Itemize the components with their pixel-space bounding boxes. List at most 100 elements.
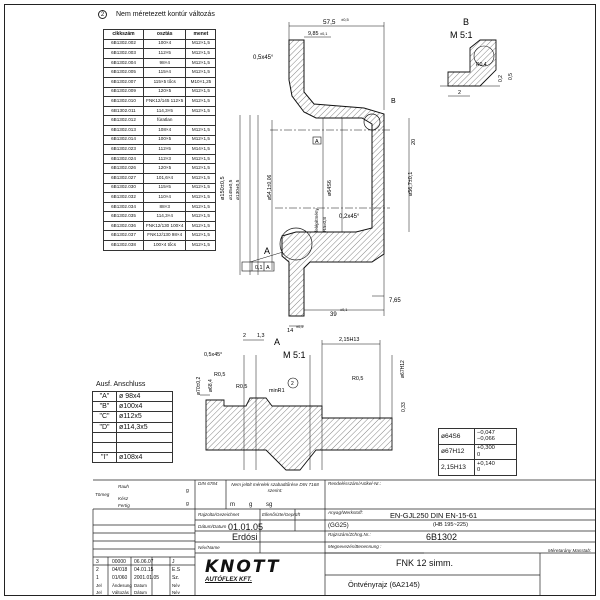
revision-cell: Ändesung bbox=[112, 583, 132, 588]
tb-din1: DIN 6784 bbox=[198, 481, 218, 486]
revision-cell: 06.06.07 bbox=[134, 559, 154, 565]
runout-ref: A bbox=[266, 265, 270, 271]
detail-b-05: 0,5 bbox=[508, 73, 514, 80]
tb-ellenorizte: Ellenőrizte/Geprüft bbox=[262, 512, 301, 517]
tb-megnevezes-label: Megnevezés/Benennung : bbox=[328, 544, 382, 549]
tolerance-upper: −0,047 bbox=[477, 429, 495, 436]
detail-a-215: 2,15H13 bbox=[339, 337, 359, 343]
tb-rough: Rauh bbox=[118, 484, 129, 489]
dim-54: ø54,1±0,06 bbox=[267, 175, 273, 200]
logo-sub: AUTÓFLEX KFT. bbox=[205, 577, 252, 583]
detail-b-scale: M 5:1 bbox=[450, 30, 473, 40]
revision-cell: J bbox=[172, 559, 175, 565]
note-number: 2 bbox=[98, 10, 107, 19]
detail-a-scale: M 5:1 bbox=[283, 350, 306, 360]
ausf-table: "A"ø 98x4"B"ø100x4"C"ø112x5"D"ø114,3x5"I… bbox=[92, 390, 173, 464]
dim-57-5-tol: ±0,5 bbox=[341, 17, 350, 22]
detail-a-2: 2 bbox=[243, 333, 246, 339]
tolerance-row: ø64S6−0,047−0,066 bbox=[438, 428, 517, 445]
revision-cell: 2001.01.05 bbox=[134, 575, 160, 581]
detail-a-r05b: R0,5 bbox=[236, 384, 247, 390]
tb-rough-note: Nem jelölt mérelek szabadtűrése DIN 7168… bbox=[231, 482, 319, 493]
detail-a-d67: ø67H12 bbox=[400, 360, 406, 378]
tb-tomeg: Tömeg bbox=[95, 492, 110, 497]
tb-g: g bbox=[249, 502, 253, 508]
logo-text: KNOTT bbox=[205, 557, 281, 577]
tolerance-upper: +0,300 bbox=[477, 445, 495, 452]
detail-a-13: 1,3 bbox=[257, 333, 265, 339]
ausf-row: "I"ø108x4 bbox=[92, 452, 173, 464]
runout-value: 0,1 bbox=[255, 265, 263, 271]
ausf-cell: ø108x4 bbox=[116, 452, 173, 464]
detail-a-d70: ø70±0,2 bbox=[196, 376, 202, 395]
tb-gg: (GG25) bbox=[328, 522, 349, 529]
tolerance-lower: −0,066 bbox=[477, 436, 495, 443]
revision-cell: 04.01.15 bbox=[134, 567, 154, 573]
tb-anyag: EN-GJL250 DIN EN-15-61 bbox=[390, 511, 478, 520]
variant-cell: 100×4 tőcs bbox=[142, 240, 187, 251]
dim-39: 39 bbox=[330, 312, 337, 318]
detail-a-note: 2 bbox=[291, 381, 294, 387]
label-felep: felépítmény bbox=[314, 208, 319, 232]
tb-datum-label: Dátum/Datum bbox=[198, 524, 227, 529]
detail-b-02: 0,2 bbox=[498, 75, 504, 82]
revision-cell: Változás bbox=[112, 590, 129, 595]
tb-rajzszam-label: Rajzszám/Zchng.Nr.: bbox=[328, 532, 371, 537]
detail-a-minr1: minR1 bbox=[269, 388, 285, 394]
dim-chamfer2: 0,2x45° bbox=[339, 214, 360, 220]
dim-130: ø130±0,5 bbox=[235, 179, 241, 200]
drawing-sheet bbox=[4, 4, 596, 596]
tb-rajzszam: 6B1302 bbox=[426, 532, 458, 542]
dim-14-tol: ±0,5 bbox=[296, 325, 303, 329]
tb-megnevezes: FNK 12 simm. bbox=[396, 558, 454, 568]
detail-b-2: 2 bbox=[458, 90, 461, 96]
tb-rendeles: Rendelésszám/Artikel-Nr.: bbox=[328, 481, 382, 486]
tb-m: m bbox=[230, 502, 235, 508]
tb-sg: sg bbox=[266, 502, 273, 508]
revision-cell: 01/060 bbox=[112, 575, 128, 581]
tb-kesz: Kész bbox=[118, 496, 129, 501]
revision-cell: Név bbox=[172, 583, 180, 588]
tolerance-lower: 0 bbox=[477, 451, 481, 458]
dim-39-tol: ±0,1 bbox=[340, 308, 347, 312]
tb-fertig: Fertig bbox=[118, 503, 130, 508]
revision-cell: Sz. bbox=[172, 575, 180, 581]
dim-145: ø145±0,5 bbox=[228, 179, 234, 200]
dim-chamfer1: 0,5x45° bbox=[253, 55, 274, 61]
dim-150: ø150±0,5 bbox=[220, 176, 226, 200]
detail-a-label: A bbox=[274, 337, 280, 347]
revision-cell: Dátum bbox=[134, 590, 147, 595]
revision-cell: Jel bbox=[96, 583, 102, 588]
section-label-a: A bbox=[264, 246, 270, 256]
dim-56-7: ø56,7±0,1 bbox=[408, 172, 414, 196]
dim-9-85: 9,85 bbox=[308, 31, 319, 37]
revision-cell: 1 bbox=[96, 575, 99, 581]
dim-64-s6: ø64S6 bbox=[327, 180, 333, 196]
tolerance-lower: 0 bbox=[477, 467, 481, 474]
revision-cell: Datum bbox=[134, 583, 147, 588]
detail-b-label: B bbox=[463, 17, 469, 27]
detail-a-033: 0,33 bbox=[401, 402, 407, 412]
detail-b-view bbox=[440, 39, 500, 97]
revision-cell: 2 bbox=[96, 567, 99, 573]
tb-anyag-label: Anyag/Werkstoff: bbox=[328, 510, 363, 515]
dim-20: 20 bbox=[411, 139, 417, 145]
tb-datum: 01.01.05 bbox=[228, 522, 264, 532]
detail-a-r05c: R0,5 bbox=[352, 376, 363, 382]
detail-a-chamfer: 0,5x45° bbox=[204, 352, 222, 358]
revision-cell: 04/018 bbox=[112, 567, 128, 573]
revision-cell: Név bbox=[172, 590, 180, 595]
detail-b-r04: R0,4 bbox=[476, 62, 487, 68]
ausf-title: Ausf. Anschluss bbox=[96, 381, 146, 388]
title-block-grid bbox=[92, 479, 596, 596]
dim-14: 14 bbox=[287, 328, 293, 334]
